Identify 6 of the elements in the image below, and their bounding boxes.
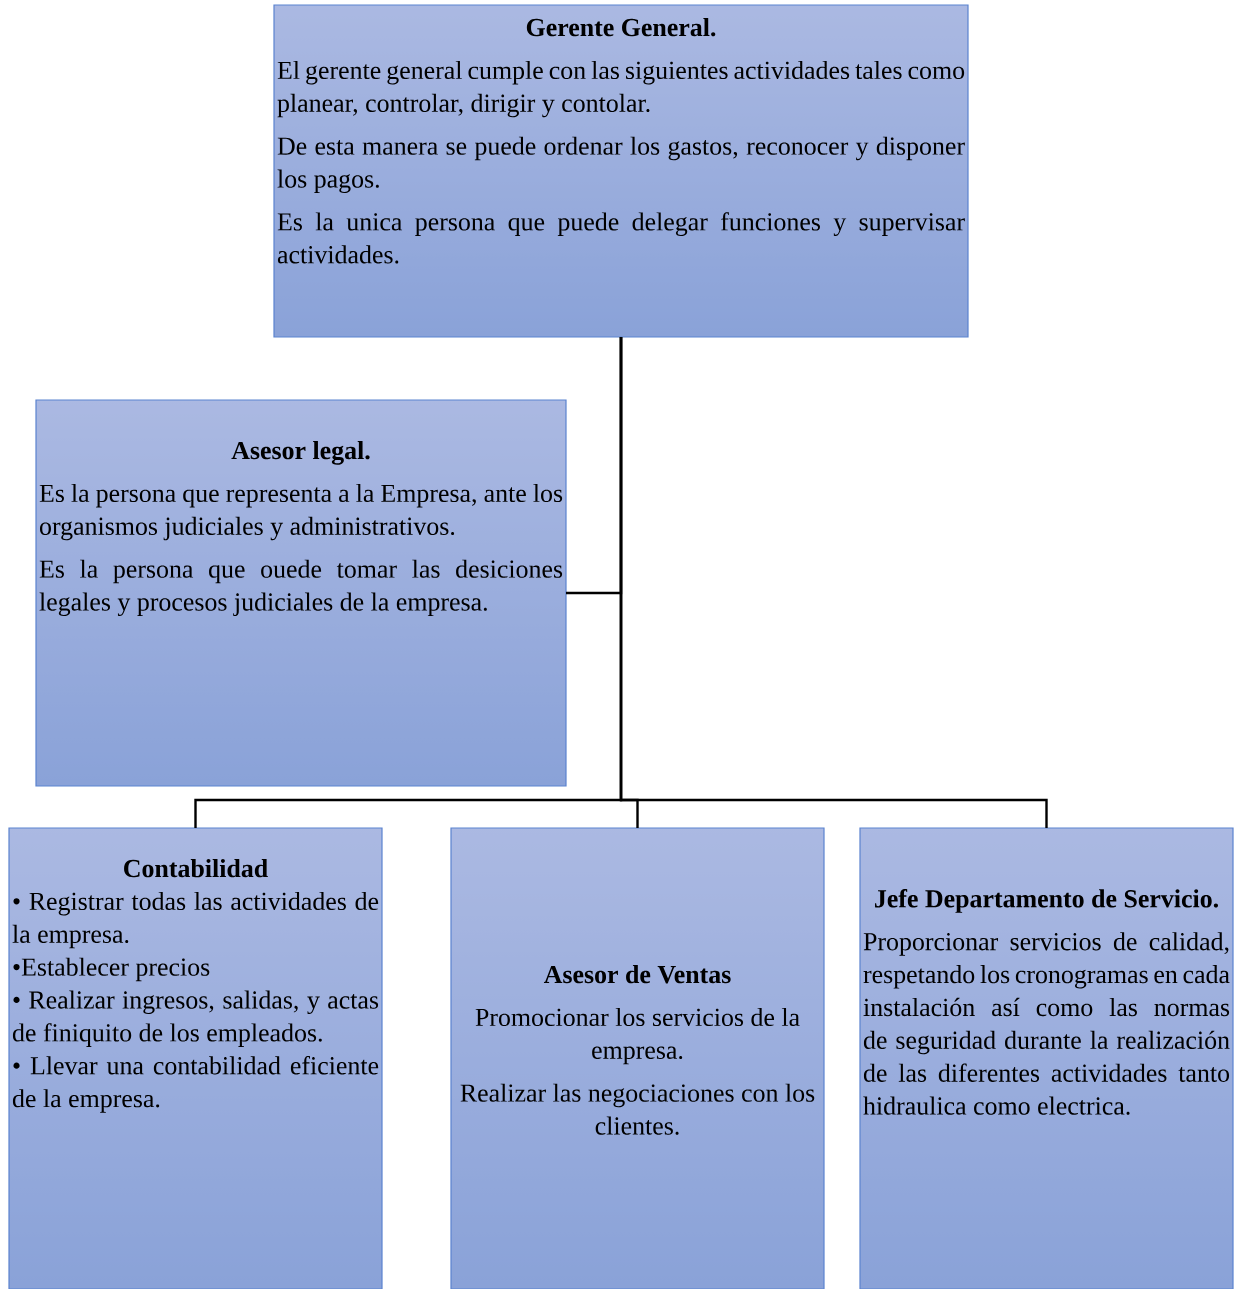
org-box: Contabilidad • Registrar todas las actividades de la empresa. •Establecer precios • Realizar ingresos, salidas, y actas de finiquito de los empleados. • Llevar una contabilidad eficiente de la empresa. bbox=[8, 827, 383, 1289]
connector-line bbox=[619, 337, 1048, 828]
org-box: Gerente General. El gerente general cumple con las siguientes actividades tales como planear, controlar, dirigir y contolar. De esta manera se puede ordenar los gastos, reconocer y disponer los pagos. Es la unica persona que puede delegar funciones y supervisar actividades. bbox=[273, 4, 969, 338]
org-box: Asesor de Ventas Promocionar los servicios de la empresa. Realizar las negociaciones con los clientes. bbox=[450, 827, 825, 1289]
org-box: Jefe Departamento de Servicio. Proporcionar servicios de calidad, respetando los cronogramas en cada instalación así como las normas de seguridad durante la realización de las diferentes actividades tanto hidraulica como electrica. bbox=[859, 827, 1234, 1289]
org-box: Asesor legal. Es la persona que representa a la Empresa, ante los organismos judiciales y administrativos. Es la persona que ouede tomar las desiciones legales y procesos judiciales de la empresa. bbox=[35, 399, 567, 787]
